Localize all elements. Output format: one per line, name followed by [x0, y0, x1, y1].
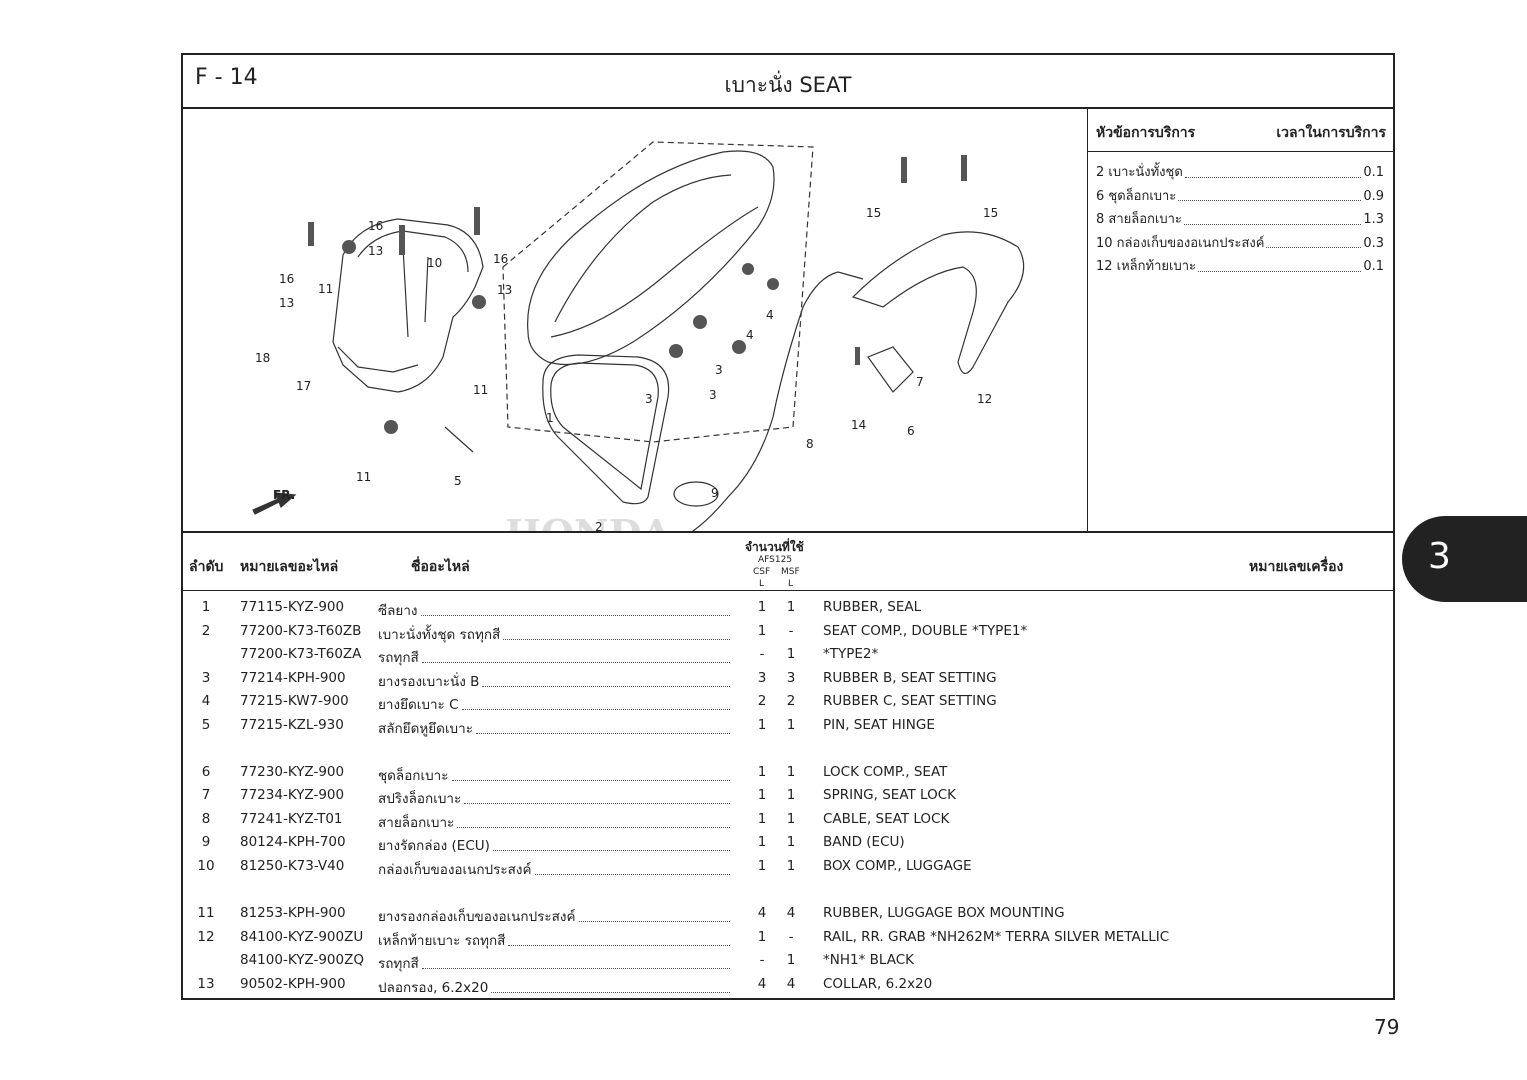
service-topic-heading: หัวข้อการบริการ: [1096, 125, 1196, 141]
callout-label: 3: [645, 392, 653, 406]
callout-label: 11: [318, 282, 333, 296]
callout-label: 3: [715, 363, 723, 377]
callout-label: 14: [851, 418, 866, 432]
callout-label: 4: [766, 308, 774, 322]
callout-label: 16: [368, 219, 383, 233]
exploded-diagram: HONDA 1613101613161311181711511123334498…: [183, 107, 1087, 531]
col-index-heading: ลำดับ: [189, 559, 224, 575]
col-quantity-heading: จำนวนที่ใช้: [745, 540, 804, 554]
callout-label: 16: [493, 252, 508, 266]
callout-label: 15: [983, 206, 998, 220]
csf-label: CSF: [753, 567, 771, 577]
service-time-panel: หัวข้อการบริการ เวลาในการบริการ 2 เบาะนั…: [1087, 107, 1394, 531]
callout-label: 2: [595, 520, 603, 531]
callout-label: 10: [427, 256, 442, 270]
callout-label: 8: [806, 437, 814, 451]
callout-label: 17: [296, 379, 311, 393]
parts-page-frame: F - 14 เบาะนั่ง SEAT: [181, 53, 1395, 1000]
callout-label: 6: [907, 424, 915, 438]
col-part-number-heading: หมายเลขอะไหล่: [240, 559, 339, 575]
callout-label: 11: [473, 383, 488, 397]
callout-label: 16: [279, 272, 294, 286]
csf-l-label: L: [759, 579, 765, 589]
page-number: 79: [1374, 1015, 1400, 1039]
callout-label: 15: [866, 206, 881, 220]
page-title: เบาะนั่ง SEAT: [724, 73, 852, 97]
callout-label: 13: [368, 244, 383, 258]
figure-code: F - 14: [195, 65, 258, 90]
parts-table-header: ลำดับ หมายเลขอะไหล่ ชื่ออะไหล่ จำนวนที่ใ…: [183, 531, 1393, 591]
service-item: 10 กล่องเก็บของอเนกประสงค์0.3: [1096, 232, 1384, 256]
col-engine-number-heading: หมายเลขเครื่อง: [1249, 559, 1344, 575]
callout-label: 13: [279, 296, 294, 310]
callout-label: 4: [746, 328, 754, 342]
honda-watermark: HONDA: [505, 511, 672, 531]
callout-label: 7: [916, 375, 924, 389]
callout-label: 9: [711, 486, 719, 500]
page-header: F - 14 เบาะนั่ง SEAT: [183, 55, 1393, 109]
msf-l-label: L: [788, 579, 794, 589]
callout-label: 11: [356, 470, 371, 484]
msf-label: MSF: [781, 567, 800, 577]
fr-label: FR.: [273, 488, 295, 502]
callout-label: 5: [454, 474, 462, 488]
callout-label: 12: [977, 392, 992, 406]
model-label: AFS125: [758, 555, 793, 565]
section-tab: 3: [1402, 516, 1527, 602]
diagram-drawing: HONDA 1613101613161311181711511123334498…: [252, 141, 1025, 531]
col-part-name-heading: ชื่ออะไหล่: [411, 559, 470, 575]
callout-label: 13: [497, 283, 512, 297]
service-header: หัวข้อการบริการ เวลาในการบริการ: [1088, 107, 1394, 152]
callout-label: 18: [255, 351, 270, 365]
service-time-heading: เวลาในการบริการ: [1276, 125, 1386, 141]
callout-label: 1: [546, 411, 554, 425]
callout-label: 3: [709, 388, 717, 402]
